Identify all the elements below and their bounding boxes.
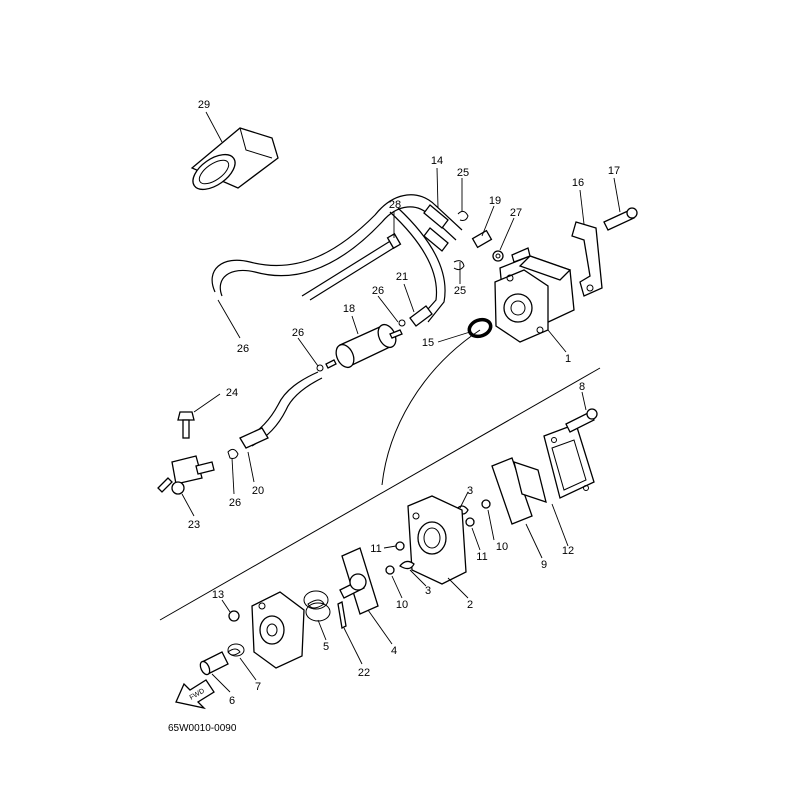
part-22-hose [423, 204, 449, 252]
section-divider-line [159, 367, 601, 621]
part-21-hose [409, 305, 433, 327]
callout-18: 18 [343, 303, 355, 315]
callout-24: 24 [226, 387, 238, 399]
callout-23: 23 [188, 519, 200, 531]
part-7-spring [227, 643, 245, 657]
callout-labels: 29 14 25 16 17 19 28 27 21 25 26 18 26 1… [188, 99, 620, 707]
diagram-code: 65W0010-0090 [168, 723, 237, 734]
part-14-pin [337, 601, 347, 629]
part-24-bolt [177, 411, 195, 439]
callout-27: 27 [510, 207, 522, 219]
part-26-clip-b [398, 319, 406, 327]
part-housing-lower [251, 591, 305, 669]
callout-1: 1 [565, 353, 571, 365]
callout-21: 21 [396, 271, 408, 283]
fwd-arrow: FWD [175, 679, 215, 710]
callout-12: 12 [562, 545, 574, 557]
part-27-nut [492, 250, 504, 262]
part-10-screw-a [481, 499, 491, 509]
part-23-fuel-valve [157, 455, 215, 495]
part-13-nut [228, 610, 240, 622]
callout-26-b: 26 [292, 327, 304, 339]
callout-25-b: 25 [454, 285, 466, 297]
part-25-clip-upper [457, 210, 469, 221]
connector-curve [381, 329, 481, 486]
callout-10-b: 10 [396, 599, 408, 611]
callout-15: 15 [422, 337, 434, 349]
part-15-o-ring [467, 317, 493, 339]
part-8-screw [565, 408, 598, 433]
callout-25-a: 25 [457, 167, 469, 179]
callout-26-c: 26 [237, 343, 249, 355]
part-18-fuel-filter [325, 323, 403, 369]
callout-7: 7 [255, 681, 261, 693]
part-9-diaphragm [491, 457, 533, 525]
callout-8: 8 [579, 381, 585, 393]
part-19-fitting [471, 229, 493, 249]
part-2-pump-body [407, 495, 467, 585]
callout-4: 4 [391, 645, 397, 657]
part-29-duct [190, 127, 279, 191]
callout-3-b: 3 [425, 585, 431, 597]
fuel-hose-routing [211, 194, 463, 323]
callout-3-a: 3 [467, 485, 473, 497]
callout-2: 2 [467, 599, 473, 611]
callout-17: 17 [608, 165, 620, 177]
part-1-fuel-pump [494, 247, 575, 343]
part-28-clip [386, 232, 402, 250]
callout-11-a: 11 [370, 543, 381, 555]
leader-lines [181, 111, 621, 693]
part-20-hose [244, 371, 319, 441]
part-6-plunger [199, 651, 229, 676]
part-12-cover [543, 423, 595, 499]
part-5-spring [303, 590, 331, 622]
callout-16: 16 [572, 177, 584, 189]
part-16-bracket [571, 221, 603, 297]
part-26-clip-c [227, 448, 239, 459]
callout-11-b: 11 [476, 551, 487, 563]
part-17-bolt [603, 207, 638, 231]
callout-6: 6 [229, 695, 235, 707]
callout-29: 29 [198, 99, 210, 111]
callout-5: 5 [323, 641, 329, 653]
callout-26-d: 26 [229, 497, 241, 509]
part-11-nut-a [465, 517, 475, 527]
callout-19: 19 [489, 195, 501, 207]
callout-9: 9 [541, 559, 547, 571]
callout-14: 22 [358, 667, 370, 679]
callout-28: 28 [389, 199, 401, 211]
part-10-screw-b [385, 565, 395, 575]
part-25-clip-lower [453, 260, 465, 271]
callout-13: 13 [212, 589, 224, 601]
part-11-nut-b [395, 541, 405, 551]
part-3-valve-b [399, 560, 415, 570]
part-26-clip-a [316, 364, 324, 372]
callout-20: 20 [252, 485, 264, 497]
part-12-plate [513, 461, 547, 503]
callout-10-a: 10 [496, 541, 508, 553]
callout-26-a: 26 [372, 285, 384, 297]
callout-22: 14 [431, 155, 443, 167]
